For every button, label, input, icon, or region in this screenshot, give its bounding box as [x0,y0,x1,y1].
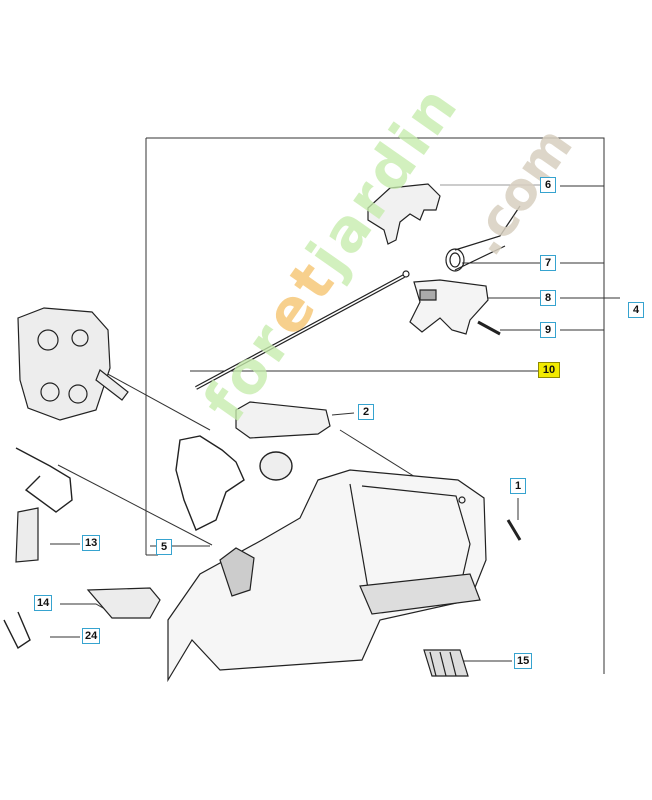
callout-5[interactable]: 5 [156,539,172,555]
callout-8[interactable]: 8 [540,290,556,306]
part-damper-15 [423,649,469,677]
carburetor [17,307,129,421]
fuel-hose [15,435,293,531]
callout-10[interactable]: 10 [538,362,560,378]
callout-1[interactable]: 1 [510,478,526,494]
part-pin-9 [477,320,501,336]
part-rod-10 [195,270,410,390]
callout-24[interactable]: 24 [82,628,101,644]
part-cover-6 [367,183,441,245]
part-filter-13 [15,507,39,563]
handle-housing [167,469,487,683]
group-frame [146,137,605,674]
callout-15[interactable]: 15 [514,653,533,669]
part-clip-14 [86,587,161,619]
callout-2[interactable]: 2 [358,404,374,420]
part-screw-1 [506,519,522,541]
part-trigger-8 [409,279,489,335]
callout-4[interactable]: 4 [628,302,644,318]
part-spring-7 [445,205,521,272]
callout-14[interactable]: 14 [34,595,53,611]
callout-6[interactable]: 6 [540,177,556,193]
callout-9[interactable]: 9 [540,322,556,338]
part-plate-2 [235,401,331,439]
part-hose-24 [3,611,31,650]
callout-7[interactable]: 7 [540,255,556,271]
callout-13[interactable]: 13 [82,535,101,551]
